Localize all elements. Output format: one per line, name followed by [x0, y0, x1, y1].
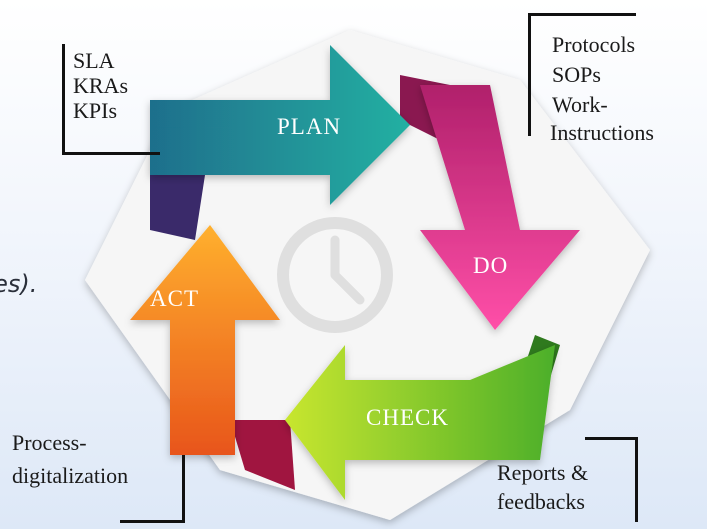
annotation-check-line: Reports &: [497, 460, 589, 485]
clock-icon: [277, 217, 393, 333]
annotation-plan-line: KPIs: [73, 98, 118, 123]
annotation-do-line: Work-: [552, 92, 608, 117]
arrow-check: [285, 345, 555, 500]
annotation-do-line: Instructions: [550, 120, 654, 145]
fold-plan: [150, 175, 205, 240]
arrow-act: [130, 225, 280, 455]
bracket-act: [120, 455, 185, 523]
fold-act: [230, 420, 295, 490]
annotation-do-line: SOPs: [552, 62, 601, 87]
annotation-plan: SLA KRAs KPIs: [73, 48, 128, 123]
stage-label-act: ACT: [150, 286, 199, 311]
annotation-act-line: Process-: [12, 430, 87, 455]
annotation-do: Protocols SOPs Work- Instructions: [550, 32, 654, 145]
annotation-check-line: feedbacks: [497, 489, 585, 514]
annotation-plan-line: SLA: [73, 48, 115, 73]
annotation-act: Process- digitalization: [12, 430, 128, 488]
bracket-plan: [62, 44, 160, 155]
clipped-caption-text: ures).: [0, 270, 38, 298]
annotation-do-line: Protocols: [552, 32, 636, 57]
bracket-check: [585, 437, 638, 522]
bracket-do: [528, 13, 636, 136]
stage-label-do: DO: [473, 253, 509, 278]
annotation-act-line: digitalization: [12, 463, 129, 488]
annotation-check: Reports & feedbacks: [497, 460, 588, 514]
arrow-plan: [150, 45, 410, 205]
stage-label-check: CHECK: [366, 405, 449, 430]
stage-label-plan: PLAN: [277, 114, 342, 139]
arrow-do: [420, 85, 580, 330]
annotation-plan-line: KRAs: [73, 73, 129, 98]
